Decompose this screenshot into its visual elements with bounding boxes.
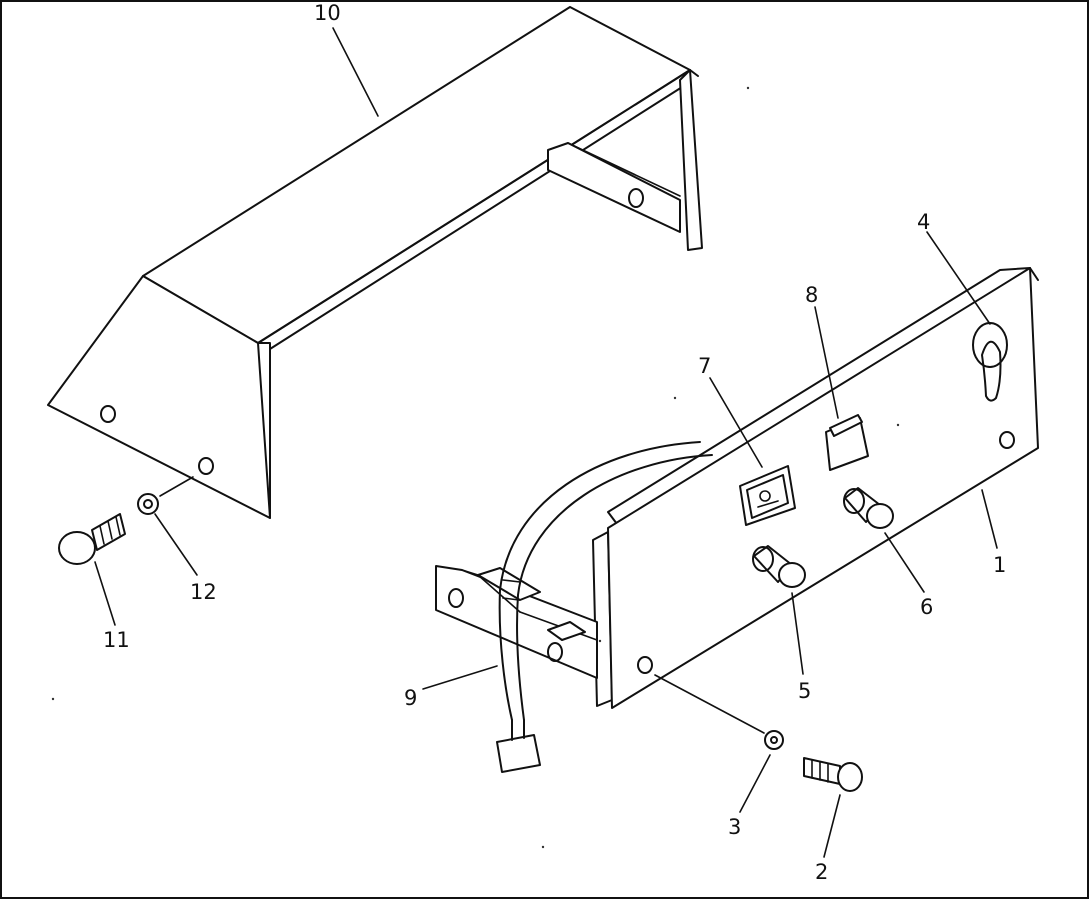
bolt-2-icon xyxy=(803,757,863,792)
leader-1 xyxy=(981,489,998,549)
leader-6 xyxy=(884,532,925,593)
panel-front-face xyxy=(607,267,1039,709)
wiring-harness xyxy=(496,441,713,773)
leader-4 xyxy=(926,231,991,325)
callout-6: 6 xyxy=(920,595,933,619)
callout-11: 11 xyxy=(103,628,130,652)
cover-hole xyxy=(100,405,116,423)
cover-right-flange xyxy=(679,69,703,251)
leader-panel-hole xyxy=(654,674,765,734)
callout-10: 10 xyxy=(314,1,341,25)
leader-7 xyxy=(709,377,763,468)
cover-rear-bracket xyxy=(547,142,681,233)
callout-4: 4 xyxy=(917,210,930,234)
bracket-hole xyxy=(547,642,563,662)
leader-10 xyxy=(332,27,379,117)
callout-2: 2 xyxy=(815,860,828,884)
panel-part xyxy=(435,267,1039,709)
pilot-lamp-6-icon xyxy=(843,487,894,529)
cover-bracket-hole xyxy=(628,188,644,208)
leader-cover-hole xyxy=(159,476,194,497)
leader-12 xyxy=(154,513,198,576)
leader-8 xyxy=(814,306,839,419)
washer-3-icon xyxy=(764,730,784,750)
scan-specks xyxy=(51,86,900,849)
cover-hole xyxy=(198,457,214,475)
leader-3 xyxy=(739,754,771,813)
callout-8: 8 xyxy=(805,283,818,307)
leader-9 xyxy=(422,665,498,690)
callout-1: 1 xyxy=(993,553,1006,577)
callout-3: 3 xyxy=(728,815,741,839)
switch-7-icon xyxy=(739,465,796,526)
switch-8-icon xyxy=(825,414,869,471)
bracket-hole xyxy=(448,588,464,608)
callout-labels: 10 12 11 4 8 7 1 6 5 9 3 2 xyxy=(103,1,1006,884)
bolt-11-icon xyxy=(58,513,126,565)
callout-7: 7 xyxy=(698,354,711,378)
leader-5 xyxy=(791,592,804,675)
washer-12-icon xyxy=(137,493,159,515)
leader-2 xyxy=(823,794,841,858)
pilot-lamp-5-icon xyxy=(752,545,806,588)
callout-9: 9 xyxy=(404,686,417,710)
panel-hole xyxy=(637,656,653,674)
cover-part xyxy=(47,6,703,519)
leader-lines xyxy=(94,27,998,858)
callout-5: 5 xyxy=(798,679,811,703)
callout-12: 12 xyxy=(190,580,217,604)
harness-connector xyxy=(496,734,541,773)
leader-11 xyxy=(94,561,116,626)
panel-hole xyxy=(999,431,1015,449)
